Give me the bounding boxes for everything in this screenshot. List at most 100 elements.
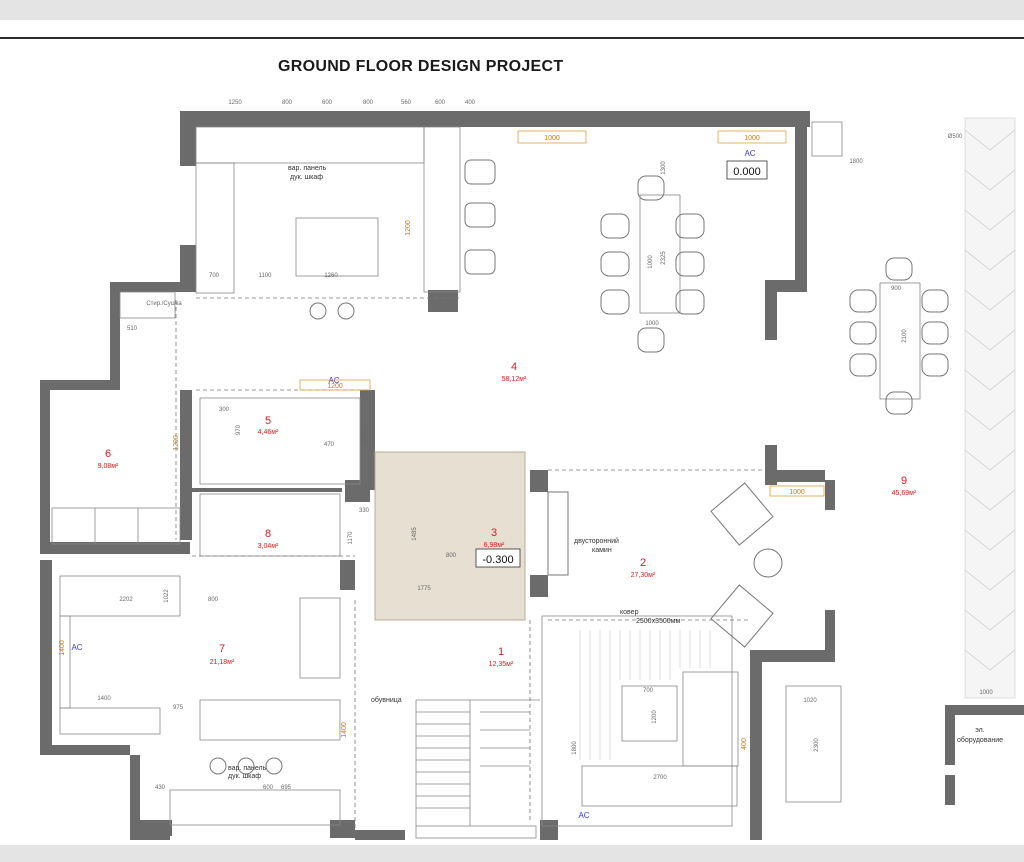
bottom-bar: [0, 845, 1024, 862]
dim-label: 2325: [661, 251, 667, 265]
cabinet-label: 1200: [173, 435, 180, 451]
ac-label: AC: [744, 149, 755, 158]
staircase: [416, 700, 530, 826]
dim-label: 900: [891, 286, 902, 292]
ac-labels: AC AC AC AC: [71, 149, 755, 820]
dim-label: 800: [446, 553, 457, 559]
room-5-number: 5: [265, 415, 271, 427]
cabinet-label: 1400: [59, 640, 66, 656]
dim-label: 1022: [164, 589, 170, 603]
room-1-area: 12,35м²: [489, 661, 514, 668]
dim-label: 1200: [652, 710, 658, 724]
room-3-number: 3: [491, 527, 497, 539]
dim-label: 2300: [814, 738, 820, 752]
cabinet-label: 1000: [544, 135, 560, 142]
dim-label: 1260: [324, 273, 338, 279]
cabinet-label: 1000: [789, 489, 805, 496]
cabinet-label: 1200: [405, 220, 412, 236]
room-8-number: 8: [265, 528, 271, 540]
dim-label: 330: [359, 508, 370, 514]
level-marks: 0.000 -0.300: [475, 160, 768, 568]
dim-label: 400: [465, 100, 476, 106]
room-2-area: 27,30м²: [631, 572, 656, 579]
dim-label: 1800: [849, 159, 863, 165]
room-1-number: 1: [498, 646, 504, 658]
note-bar-panel: вар. панель: [288, 165, 327, 172]
dim-label: 1800: [572, 741, 578, 755]
dim-label: 1250: [228, 100, 242, 106]
dim-label: 800: [282, 100, 293, 106]
note-equipment-2: оборудование: [957, 736, 1003, 744]
notes: вар. панель дук. шкаф двусторонний камин…: [146, 165, 1003, 780]
dim-label: 700: [643, 688, 654, 694]
note-oven: дук. шкаф: [290, 174, 323, 181]
dim-label: 1000: [979, 690, 993, 696]
dim-label: 1485: [412, 527, 418, 541]
dimensions: 1250 800 600 800 560 600 400 1800 Ø500 2…: [97, 100, 993, 791]
level-main: 0.000: [733, 166, 761, 178]
header-rule: [0, 37, 1024, 39]
cabinet-label: 1200: [327, 383, 343, 390]
dim-label: 1300: [661, 161, 667, 175]
note-shoes: обувница: [371, 696, 402, 704]
note-washer: Стир./Сушка: [146, 301, 182, 307]
dim-label: 1400: [97, 696, 111, 702]
note-fireplace: двусторонний: [574, 537, 619, 545]
room-9-area: 45,69м²: [892, 490, 917, 497]
dim-label: 800: [208, 597, 219, 603]
room-3-area: 6,98м²: [484, 542, 505, 549]
dim-label: 695: [281, 785, 292, 791]
armchairs: [710, 482, 783, 648]
note-equipment: эл.: [975, 727, 985, 734]
note-carpet-size: 2500х3500мм: [636, 618, 680, 625]
ac-label: AC: [71, 643, 82, 652]
cabinet-label: 1000: [744, 135, 760, 142]
note-carpet: ковер: [620, 609, 639, 616]
room-6-number: 6: [105, 448, 111, 460]
dim-label: 1000: [648, 255, 654, 269]
cabinet-label: 1400: [341, 722, 348, 738]
dim-label: 1170: [348, 531, 354, 545]
room-7-area: 21,18м²: [210, 659, 235, 666]
drawing-title: GROUND FLOOR DESIGN PROJECT: [278, 58, 564, 75]
dim-label: 600: [322, 100, 333, 106]
note-bar-panel-2: вар. панель: [228, 765, 267, 772]
room-4-number: 4: [511, 361, 517, 373]
level-sunken: -0.300: [482, 554, 513, 566]
room-9-number: 9: [901, 475, 907, 487]
dim-label: 1100: [259, 273, 273, 279]
dim-label: 1020: [803, 698, 817, 704]
dim-label: 510: [127, 326, 138, 332]
fireplace: [547, 491, 569, 576]
cabinet-label: 400: [741, 738, 748, 750]
carpet-hatch: [579, 630, 711, 760]
dim-label: 430: [155, 785, 166, 791]
dim-label: 300: [219, 407, 230, 413]
ac-label: AC: [578, 811, 589, 820]
dim-label: 2700: [653, 775, 667, 781]
room-7-number: 7: [219, 643, 225, 655]
dim-label: 560: [401, 100, 412, 106]
dim-label: 2100: [902, 329, 908, 343]
room-4-area: 58,12м²: [502, 376, 527, 383]
dim-label: 600: [435, 100, 446, 106]
dashed-lines: [175, 297, 765, 830]
dim-label: 800: [363, 100, 374, 106]
dim-label: Ø500: [948, 134, 963, 140]
note-oven-2: дук. шкаф: [228, 773, 261, 780]
room-labels: 1 12,35м² 2 27,30м² 3 6,98м² 4 58,12м² 5…: [98, 361, 917, 668]
top-bar: [0, 0, 1024, 20]
dim-label: 975: [173, 705, 184, 711]
dining-chairs-4: [600, 175, 705, 353]
sunken-zone: [374, 451, 526, 621]
room-2-number: 2: [640, 557, 646, 569]
dim-label: 1400: [361, 431, 367, 445]
room-8-area: 3,04м²: [258, 543, 279, 550]
ac-label: AC: [328, 376, 339, 385]
dim-label: 700: [209, 273, 220, 279]
walls: [40, 111, 1024, 840]
note-fireplace-2: камин: [592, 547, 612, 554]
dining-chairs-9: [849, 257, 949, 415]
interior-lines: [51, 121, 921, 839]
